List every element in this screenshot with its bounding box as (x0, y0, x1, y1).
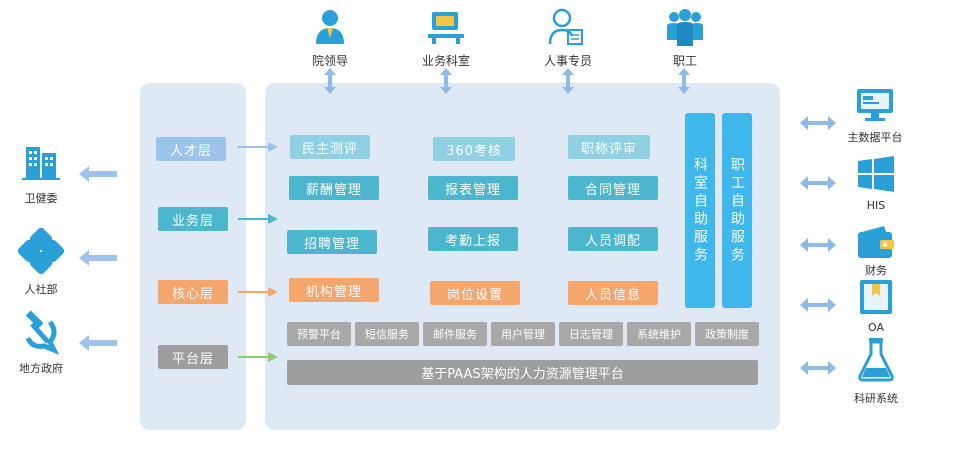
module-democratic-evaluation: 民主测评 (290, 135, 370, 159)
social-security-icon (17, 227, 65, 275)
staff-icon (667, 9, 703, 46)
platform-users: 用户管理 (491, 322, 555, 346)
arrow-core (238, 287, 278, 297)
department-icon (428, 12, 464, 44)
module-reports: 报表管理 (428, 176, 518, 200)
system-label-oa: OA (868, 321, 884, 334)
role-label-department: 业务科室 (421, 54, 470, 68)
arrow-business (238, 214, 278, 224)
book-icon (860, 280, 892, 314)
role-label-staff: 职工 (672, 54, 697, 68)
system-label-his: HIS (866, 199, 886, 212)
system-label-finance: 财务 (865, 264, 887, 277)
layer-talent: 人才层 (156, 137, 226, 161)
right-double-arrow-2 (800, 176, 836, 190)
layer-panel (140, 83, 246, 430)
platform-warning: 预警平台 (287, 322, 351, 346)
party-emblem-icon (25, 310, 60, 355)
org-label-local-government: 地方政府 (19, 362, 63, 375)
module-attendance: 考勤上报 (428, 227, 518, 251)
platform-sms: 短信服务 (355, 322, 419, 346)
module-staff-transfer: 人员调配 (568, 227, 658, 251)
leader-icon (316, 10, 344, 44)
module-salary: 薪酬管理 (289, 176, 379, 200)
module-recruitment: 招聘管理 (287, 230, 377, 254)
arrow-talent (238, 142, 278, 152)
staff-self-service: 职工自助服务 (722, 113, 752, 308)
layer-core: 核心层 (158, 280, 228, 304)
flask-icon (858, 338, 894, 382)
platform-logs: 日志管理 (559, 322, 623, 346)
module-organization: 机构管理 (289, 278, 379, 302)
right-double-arrow-5 (800, 361, 836, 375)
platform-maintenance: 系统维护 (627, 322, 691, 346)
layer-business: 业务层 (158, 207, 228, 231)
right-double-arrow-1 (800, 116, 836, 130)
role-label-hr: 人事专员 (543, 54, 592, 68)
module-title-review: 职称评审 (568, 135, 650, 159)
system-label-master-data: 主数据平台 (847, 131, 903, 144)
layer-platform: 平台层 (158, 345, 228, 369)
left-arrow-1 (79, 166, 117, 182)
system-label-research: 科研系统 (854, 392, 898, 405)
left-arrow-2 (79, 250, 117, 266)
module-contracts: 合同管理 (568, 176, 658, 200)
double-arrow-top-3 (562, 68, 574, 94)
double-arrow-top-4 (678, 68, 690, 94)
building-icon (22, 147, 60, 180)
org-label-social-ministry: 人社部 (24, 283, 58, 296)
monitor-icon (857, 89, 893, 121)
module-360-assessment: 360考核 (433, 137, 515, 161)
wallet-icon (858, 226, 894, 258)
right-double-arrow-4 (800, 298, 836, 312)
hr-specialist-icon (548, 8, 583, 45)
dept-self-service: 科室自助服务 (685, 113, 715, 308)
windows-icon (858, 156, 894, 192)
module-personnel-info: 人员信息 (568, 281, 658, 305)
org-label-health-commission: 卫健委 (24, 192, 58, 205)
double-arrow-top-1 (324, 68, 336, 94)
right-double-arrow-3 (800, 238, 836, 252)
platform-base: 基于PAAS架构的人力资源管理平台 (287, 360, 758, 385)
left-arrow-3 (79, 335, 117, 351)
role-label-leader: 院领导 (311, 54, 348, 68)
arrow-platform (238, 352, 278, 362)
double-arrow-top-2 (440, 68, 452, 94)
platform-policy: 政策制度 (695, 322, 759, 346)
platform-email: 邮件服务 (423, 322, 487, 346)
module-positions: 岗位设置 (430, 281, 520, 305)
